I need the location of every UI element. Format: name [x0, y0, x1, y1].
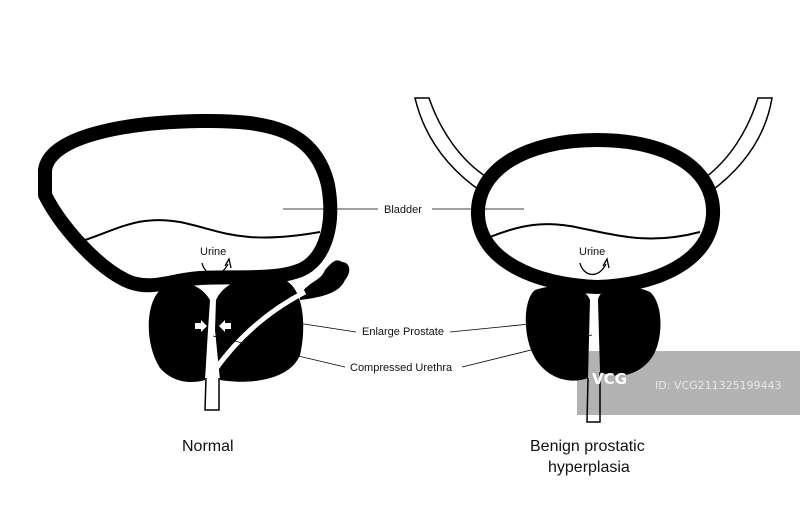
ureter-right — [700, 97, 773, 194]
compressed-urethra-label: Compressed Urethra — [350, 362, 453, 374]
watermark-id: ID: VCG211325199443 — [655, 379, 782, 392]
urine-level-left — [84, 219, 321, 241]
bladder-wall-left — [38, 113, 338, 293]
prostate-lobe-right-a — [525, 286, 590, 381]
normal-anatomy: Urine Normal — [38, 113, 350, 455]
leader-line — [461, 334, 593, 368]
ejaculatory-duct — [212, 289, 307, 372]
caption-bph-line2: hyperplasia — [548, 459, 630, 476]
ureter-left — [414, 97, 489, 194]
bladder-label: Bladder — [384, 204, 422, 216]
urine-label-left: Urine — [200, 246, 226, 258]
callouts: Bladder Enlarge Prostate Compressed Uret… — [212, 204, 593, 374]
arrow-right-icon — [195, 320, 207, 332]
leader-line — [212, 335, 346, 368]
caption-normal: Normal — [182, 438, 234, 455]
watermark-logo: VCG — [592, 370, 627, 388]
caption-bph-line1: Benign prostatic — [530, 438, 645, 455]
urine-label-right: Urine — [579, 246, 605, 258]
arrow-left-icon — [219, 320, 231, 332]
watermark-banner — [577, 351, 800, 415]
leader-line — [277, 319, 357, 333]
bph-anatomy: Urine Benign prostatic hyperplasia — [414, 97, 773, 476]
seminal-vesicle — [300, 260, 350, 300]
prostate-lobe-left-b — [215, 276, 304, 382]
urethra-left — [204, 377, 220, 411]
urine-level-right — [489, 223, 701, 240]
prostate-lobe-left-a — [148, 282, 210, 383]
flow-arrow-icon-left — [201, 257, 232, 276]
flow-arrow-icon-right — [579, 257, 610, 276]
leader-line — [449, 321, 551, 333]
enlarge-prostate-label: Enlarge Prostate — [362, 326, 444, 338]
bladder-wall-right — [470, 132, 721, 295]
